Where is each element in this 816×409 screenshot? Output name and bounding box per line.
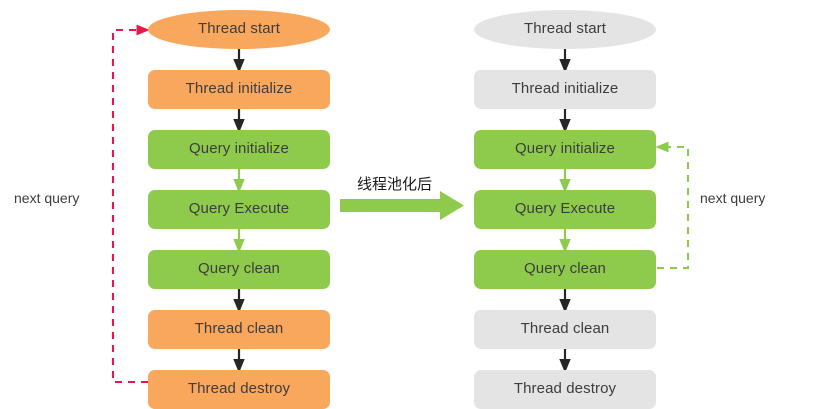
node-label: Thread clean <box>520 320 610 338</box>
node-right-query-initialize[interactable]: Query initialize <box>474 130 656 169</box>
node-right-thread-destroy[interactable]: Thread destroy <box>474 370 656 409</box>
node-label: Thread destroy <box>187 380 291 398</box>
edge-left-loop-next-query <box>111 24 150 384</box>
node-label: Query initialize <box>515 140 615 158</box>
node-label: Thread start <box>197 20 281 38</box>
right-loop-label-next-query: next query <box>700 190 766 206</box>
node-right-thread-initialize[interactable]: Thread initialize <box>474 70 656 109</box>
node-left-thread-destroy[interactable]: Thread destroy <box>148 370 330 409</box>
node-label: Thread initialize <box>185 80 293 98</box>
node-left-query-clean[interactable]: Query clean <box>148 250 330 289</box>
node-label: Query Execute <box>514 200 616 218</box>
node-label: Thread clean <box>194 320 284 338</box>
node-right-thread-clean[interactable]: Thread clean <box>474 310 656 349</box>
left-loop-label-next-query: next query <box>14 190 80 206</box>
node-left-thread-start[interactable]: Thread start <box>148 10 330 49</box>
node-left-query-execute[interactable]: Query Execute <box>148 190 330 229</box>
node-label: Query clean <box>524 260 606 278</box>
node-label: Query initialize <box>189 140 289 158</box>
edge-right-loop-next-query <box>655 141 690 270</box>
node-right-query-clean[interactable]: Query clean <box>474 250 656 289</box>
node-right-thread-start[interactable]: Thread start <box>474 10 656 49</box>
node-label: Query Execute <box>188 200 290 218</box>
node-left-thread-clean[interactable]: Thread clean <box>148 310 330 349</box>
node-label: Thread destroy <box>513 380 617 398</box>
node-label: Thread initialize <box>511 80 619 98</box>
node-left-thread-initialize[interactable]: Thread initialize <box>148 70 330 109</box>
node-label: Thread start <box>523 20 607 38</box>
node-left-query-initialize[interactable]: Query initialize <box>148 130 330 169</box>
node-right-query-execute[interactable]: Query Execute <box>474 190 656 229</box>
node-label: Query clean <box>198 260 280 278</box>
transition-arrow-icon <box>340 191 464 220</box>
transition-label: 线程池化后 <box>357 175 433 193</box>
